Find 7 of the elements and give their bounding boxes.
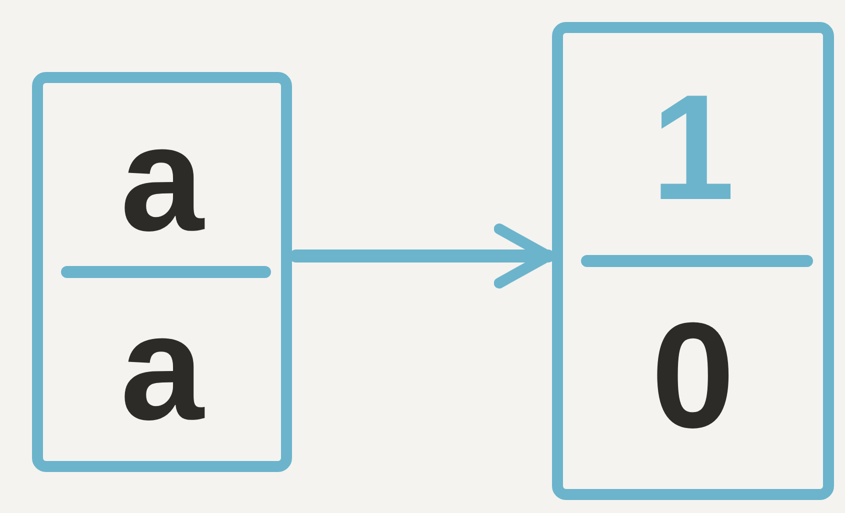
- card-outline: [32, 72, 292, 472]
- card-outline: [552, 22, 834, 500]
- symbol-text: a: [120, 292, 204, 442]
- symbol-text: 1: [651, 72, 735, 222]
- arrow: [290, 224, 554, 288]
- symbol-text: a: [120, 102, 204, 252]
- symbol-text: 0: [651, 300, 735, 450]
